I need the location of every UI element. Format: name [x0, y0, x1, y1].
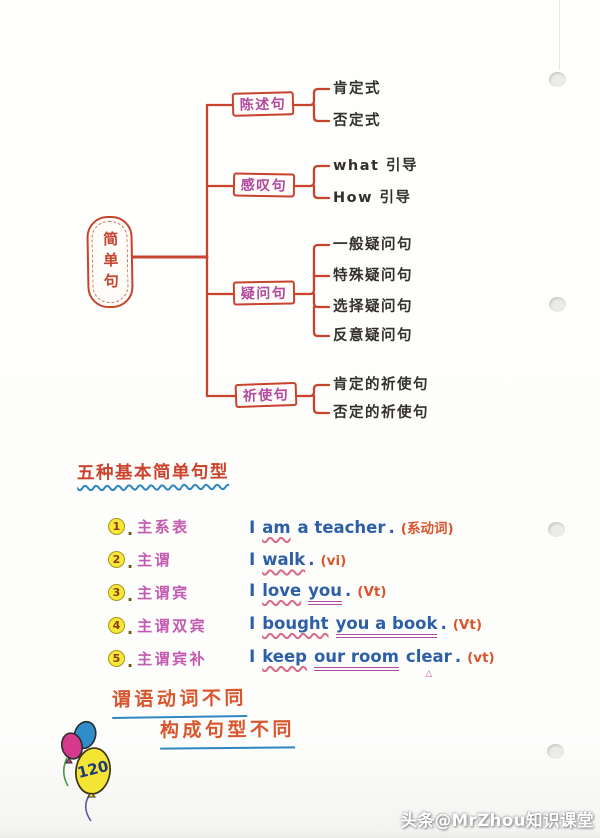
number-dot: . — [127, 520, 134, 539]
balloon-string — [84, 793, 92, 822]
word: I — [249, 550, 256, 569]
word-verb: love — [262, 580, 302, 600]
circled-number: 2 — [108, 551, 125, 568]
balloon-knot — [87, 792, 97, 798]
pink-balloon — [61, 732, 83, 760]
word-period: . — [440, 613, 447, 633]
triangle-mark: △ — [425, 668, 433, 679]
number-dot: . — [127, 619, 134, 638]
word: a teacher — [297, 517, 386, 537]
word: I — [249, 580, 256, 600]
pattern-row-1: 1 . 主系表 I am a teacher . (系动词) — [108, 510, 568, 543]
circled-number: 3 — [108, 584, 125, 601]
mindmap-root-node: 简单句 — [86, 215, 134, 309]
word-text: clear — [405, 646, 452, 666]
leaf-negative-form: 否定式 — [333, 113, 381, 129]
word-verb: bought — [262, 613, 329, 633]
circled-number: 5 — [108, 650, 125, 667]
number-dot: . — [127, 553, 134, 572]
pattern-row-2: 2 . 主谓 I walk . (vi) — [108, 543, 568, 576]
leaf-alternative-question: 选择疑问句 — [333, 299, 413, 315]
branch-interrogative: 疑问句 — [232, 280, 296, 306]
word: I — [249, 613, 256, 633]
pattern-label: 主谓 — [137, 551, 173, 569]
verb-type-note: (Vt) — [357, 583, 387, 600]
mindmap-connectors — [127, 87, 331, 415]
example-sentence: I bought you a book . (Vt) — [249, 614, 482, 638]
example-sentence: I walk . (vi) — [249, 550, 346, 569]
verb-type-note: (Vt) — [452, 616, 483, 633]
circled-number: 1 — [108, 518, 125, 535]
pattern-label: 主系表 — [137, 518, 190, 536]
branch-imperative: 祈使句 — [234, 381, 298, 409]
word-complement: clear △ — [405, 646, 452, 679]
word-verb: keep — [262, 646, 307, 666]
word-period: . — [345, 580, 352, 600]
verb-type-note: (vt) — [467, 649, 495, 666]
example-sentence: I love you . (Vt) — [249, 580, 387, 605]
balloon-knot — [65, 757, 73, 764]
verb-type-note: (vi) — [320, 553, 347, 569]
number-dot: . — [127, 586, 134, 605]
example-sentence: I keep our room clear △ . (vt) — [249, 646, 495, 679]
leaf-affirmative-form: 肯定式 — [333, 81, 381, 97]
pattern-row-5: 5 . 主谓宾补 I keep our room clear △ . (vt) — [108, 642, 568, 679]
leaf-tag-question: 反意疑问句 — [333, 328, 413, 344]
slogan-line-2: 构成句型不同 — [159, 714, 296, 750]
leaf-how-led: How 引导 — [333, 190, 412, 206]
word-period: . — [388, 517, 395, 537]
word: I — [249, 646, 256, 666]
number-dot: . — [127, 652, 134, 671]
leaf-special-question: 特殊疑问句 — [333, 268, 413, 284]
word-object: our room — [313, 647, 399, 671]
balloon-string — [62, 757, 69, 787]
circled-number: 4 — [108, 617, 125, 634]
pattern-label: 主谓宾 — [137, 584, 190, 602]
patterns-heading: 五种基本简单句型 — [76, 462, 230, 484]
leaf-negative-imperative: 否定的祈使句 — [333, 405, 429, 421]
watermark: 头条@MrZhou知识课堂 — [400, 811, 594, 830]
punch-hole — [549, 297, 566, 312]
balloons-doodle: 120 — [61, 720, 111, 822]
word-verb: walk — [262, 550, 306, 569]
pattern-row-3: 3 . 主谓宾 I love you . (Vt) — [108, 576, 568, 609]
pattern-list: 1 . 主系表 I am a teacher . (系动词) 2 . 主谓 I … — [108, 510, 568, 679]
leaf-affirmative-imperative: 肯定的祈使句 — [333, 377, 429, 393]
word-verb: am — [262, 517, 291, 537]
pattern-row-4: 4 . 主谓双宾 I bought you a book . (Vt) — [108, 609, 568, 642]
example-sentence: I am a teacher . (系动词) — [249, 517, 454, 537]
word-object: you — [308, 581, 343, 605]
verb-type-note: (系动词) — [400, 520, 454, 537]
pattern-label: 主谓双宾 — [137, 617, 208, 635]
branch-declarative: 陈述句 — [231, 91, 295, 117]
pattern-label: 主谓宾补 — [137, 650, 208, 668]
word: I — [249, 517, 256, 537]
punch-hole — [549, 72, 566, 87]
word-objects: you a book — [335, 614, 438, 638]
word-period: . — [308, 550, 315, 569]
punch-hole — [548, 522, 565, 537]
branch-exclamatory: 感叹句 — [232, 172, 296, 198]
word-period: . — [454, 646, 462, 666]
page-crease — [559, 0, 560, 70]
root-label: 简单句 — [100, 230, 121, 294]
leaf-general-question: 一般疑问句 — [333, 237, 413, 253]
punch-hole — [547, 744, 564, 759]
leaf-what-led: what 引导 — [333, 158, 418, 174]
